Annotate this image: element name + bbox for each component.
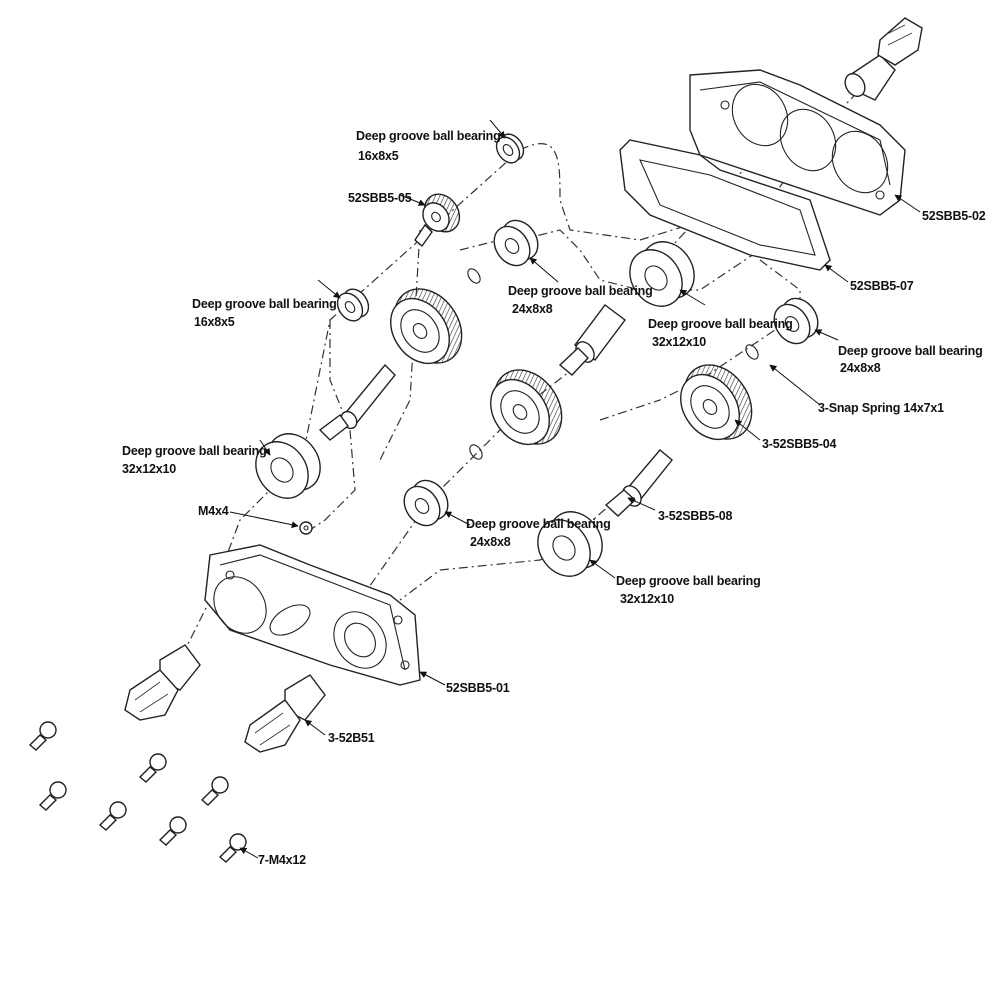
label-housing-52SBB5-01: 52SBB5-01 (446, 681, 510, 695)
screw (28, 721, 57, 751)
screw (200, 776, 229, 806)
snap-ring-upper (467, 268, 481, 284)
bearing-16x8x5-left (336, 288, 370, 322)
bearing-24x8x8-upper (493, 219, 539, 267)
coupler-3-52B51 (244, 674, 326, 753)
label-screw-m4x4: M4x4 (198, 504, 229, 518)
bearing-32x12x10-lower (537, 511, 603, 577)
gear-upper-left (390, 288, 463, 365)
label-bearing-32x12x10-mid: Deep groove ball bearing 32x12x10 (648, 317, 796, 349)
bearing-24x8x8-right (773, 297, 819, 345)
label-bearing-24x8x8-upper: Deep groove ball bearing 24x8x8 (508, 284, 656, 316)
label-bearing-32x12x10-left: Deep groove ball bearing 32x12x10 (122, 444, 270, 476)
snap-ring-center (469, 444, 483, 460)
pinion-gear-52SBB5-05 (414, 193, 461, 248)
label-bearing-32x12x10-lower: Deep groove ball bearing 32x12x10 (616, 574, 764, 606)
part-labels: Deep groove ball bearing 16x8x5 52SBB5-0… (122, 129, 986, 867)
label-snap-spring: 3-Snap Spring 14x7x1 (818, 401, 944, 415)
shaft-middle (558, 304, 626, 376)
screw (98, 801, 127, 831)
label-bearing-16x8x5-top: Deep groove ball bearing 16x8x5 (356, 129, 504, 163)
gear-3-52SBB5-04 (680, 364, 753, 441)
label-coupler-3-52B51: 3-52B51 (328, 731, 375, 745)
leader-lines (229, 119, 921, 859)
coupler-top-right (844, 17, 923, 101)
coupler-left (124, 644, 201, 721)
label-bearing-24x8x8-right: Deep groove ball bearing 24x8x8 (838, 344, 986, 375)
bearing-32x12x10-left (255, 433, 321, 499)
screw (138, 753, 167, 783)
screw (158, 816, 187, 846)
label-gear-3-52SBB5-04: 3-52SBB5-04 (762, 437, 836, 451)
label-bearing-16x8x5-left: Deep groove ball bearing 16x8x5 (192, 297, 340, 329)
bearing-32x12x10-mid (629, 241, 695, 307)
setscrew-m4x4 (299, 521, 313, 535)
gasket-52SBB5-07 (619, 139, 831, 271)
snap-ring-right (745, 344, 759, 360)
label-shaft-3-52SBB5-08: 3-52SBB5-08 (658, 509, 732, 523)
label-cover-52SBB5-02: 52SBB5-02 (922, 209, 986, 223)
gear-center (490, 369, 563, 446)
screw (38, 781, 67, 811)
label-screws-7-m4x12: 7-M4x12 (258, 853, 306, 867)
label-gasket-52SBB5-07: 52SBB5-07 (850, 279, 914, 293)
screw (218, 833, 247, 863)
label-gear-52SBB5-05: 52SBB5-05 (348, 191, 412, 205)
label-bearing-24x8x8-lower: Deep groove ball bearing 24x8x8 (466, 517, 614, 549)
bearing-24x8x8-lower (403, 479, 449, 527)
shaft-upper-left (318, 363, 396, 441)
housing-52SBB5-01 (204, 544, 421, 686)
cover-plate-52SBB5-02 (689, 69, 906, 216)
shaft-3-52SBB5-08 (604, 449, 673, 517)
screws-group (28, 721, 247, 863)
